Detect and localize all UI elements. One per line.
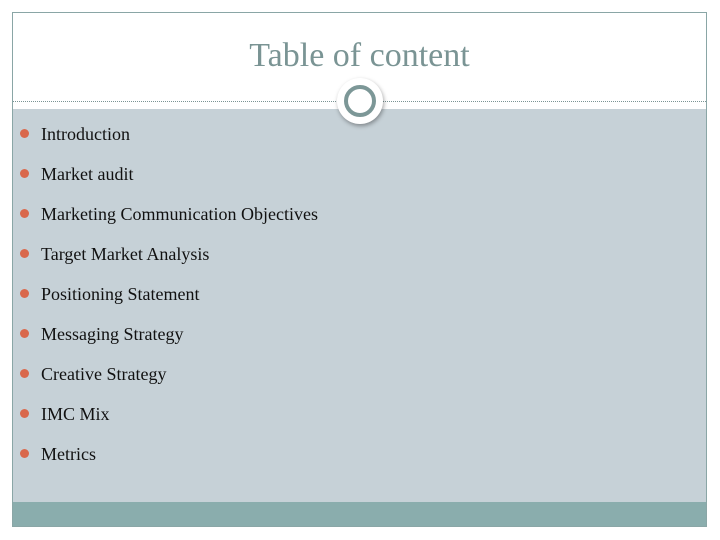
item-label: IMC Mix [41,404,110,424]
toc-list: Introduction Market audit Marketing Comm… [18,124,318,484]
item-label: Target Market Analysis [41,244,210,264]
item-label: Market audit [41,164,134,184]
list-item: Creative Strategy [18,364,318,404]
list-item: Metrics [18,444,318,484]
item-label: Marketing Communication Objectives [41,204,318,224]
item-label: Positioning Statement [41,284,200,304]
content-area [13,109,706,503]
list-item: Messaging Strategy [18,324,318,364]
item-label: Introduction [41,124,130,144]
bullet-icon [20,329,29,338]
footer-bar [13,502,706,526]
list-item: Market audit [18,164,318,204]
slide-title: Table of content [249,37,470,74]
item-label: Messaging Strategy [41,324,184,344]
bullet-icon [20,249,29,258]
bullet-icon [20,409,29,418]
item-label: Metrics [41,444,96,464]
bullet-icon [20,289,29,298]
list-item: IMC Mix [18,404,318,444]
list-item: Introduction [18,124,318,164]
bullet-icon [20,209,29,218]
list-item: Target Market Analysis [18,244,318,284]
bullet-icon [20,369,29,378]
item-label: Creative Strategy [41,364,167,384]
bullet-icon [20,169,29,178]
bullet-icon [20,449,29,458]
bullet-icon [20,129,29,138]
circle-ornament-icon [337,78,383,124]
slide: Table of content [12,12,707,527]
list-item: Positioning Statement [18,284,318,324]
list-item: Marketing Communication Objectives [18,204,318,244]
